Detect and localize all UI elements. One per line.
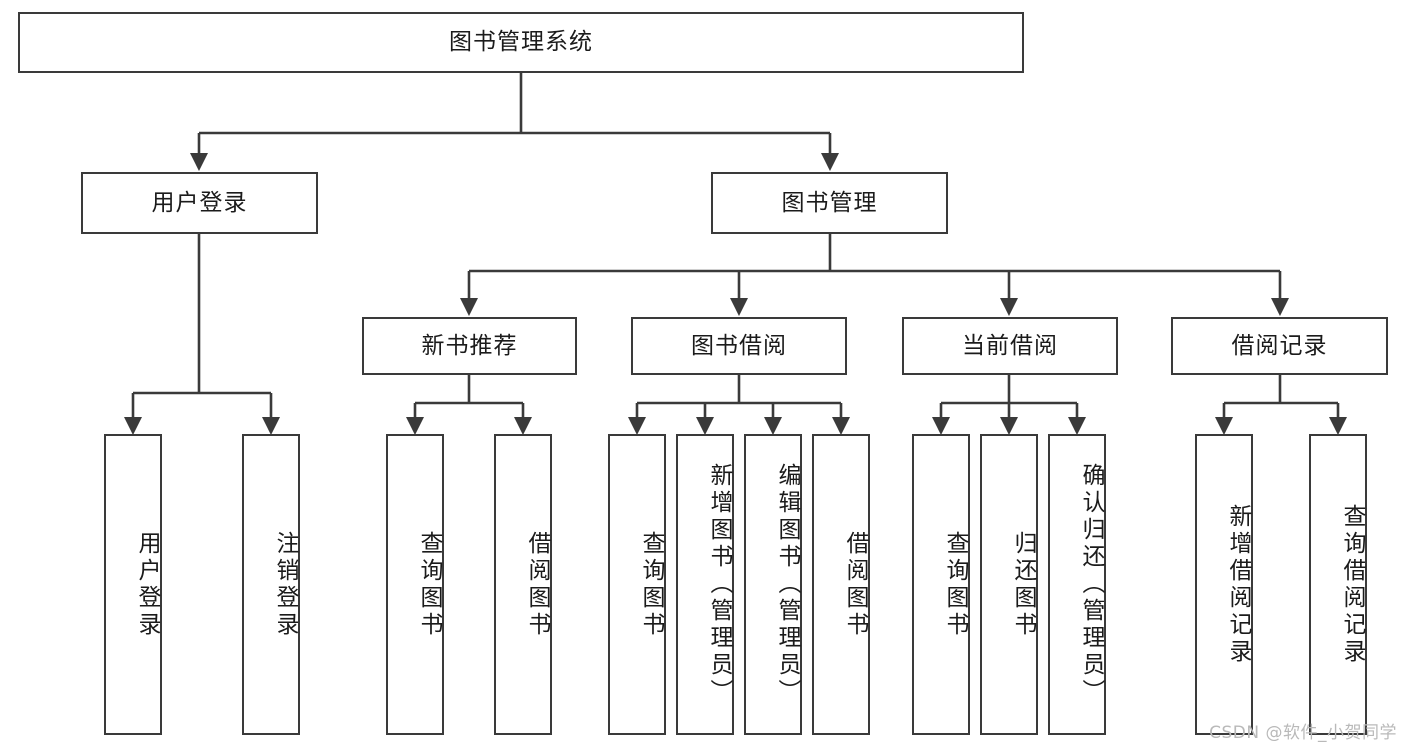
node-borrow-record[interactable]: 借阅记录 — [1171, 317, 1388, 375]
node-label: 新书推荐 — [421, 332, 518, 359]
node-label: 新增图书（管理员） — [706, 463, 732, 706]
node-label: 借阅记录 — [1231, 332, 1328, 359]
node-label: 查询借阅记录 — [1339, 503, 1365, 666]
leaf-add-record[interactable]: 新增借阅记录 — [1195, 434, 1253, 735]
node-label: 借阅图书 — [524, 530, 550, 639]
node-label: 新增借阅记录 — [1225, 503, 1251, 666]
leaf-edit-book[interactable]: 编辑图书（管理员） — [744, 434, 802, 735]
node-label: 图书管理系统 — [449, 29, 593, 56]
node-book-manage[interactable]: 图书管理 — [711, 172, 948, 234]
csdn-watermark: CSDN @软件_小贺同学 — [1209, 723, 1397, 743]
leaf-query-record[interactable]: 查询借阅记录 — [1309, 434, 1367, 735]
node-label: 图书借阅 — [691, 332, 787, 359]
leaf-query-book-2[interactable]: 查询图书 — [608, 434, 666, 735]
node-current-borrow[interactable]: 当前借阅 — [902, 317, 1118, 375]
node-label: 注销登录 — [272, 530, 298, 639]
leaf-borrow-book-1[interactable]: 借阅图书 — [494, 434, 552, 735]
node-label: 查询图书 — [942, 530, 968, 639]
node-label: 图书管理 — [781, 189, 878, 216]
leaf-add-book[interactable]: 新增图书（管理员） — [676, 434, 734, 735]
node-label: 用户登录 — [134, 530, 160, 639]
node-label: 用户登录 — [151, 189, 248, 216]
node-label: 确认归还（管理员） — [1078, 463, 1104, 706]
leaf-user-login[interactable]: 用户登录 — [104, 434, 162, 735]
leaf-query-book-1[interactable]: 查询图书 — [386, 434, 444, 735]
leaf-confirm-return[interactable]: 确认归还（管理员） — [1048, 434, 1106, 735]
leaf-query-book-3[interactable]: 查询图书 — [912, 434, 970, 735]
node-book-borrow[interactable]: 图书借阅 — [631, 317, 847, 375]
leaf-logout-login[interactable]: 注销登录 — [242, 434, 300, 735]
leaf-return-book[interactable]: 归还图书 — [980, 434, 1038, 735]
node-label: 借阅图书 — [842, 530, 868, 639]
node-new-book-recommend[interactable]: 新书推荐 — [362, 317, 577, 375]
node-label: 查询图书 — [638, 530, 664, 639]
node-label: 归还图书 — [1010, 530, 1036, 639]
node-label: 当前借阅 — [962, 332, 1058, 359]
node-label: 编辑图书（管理员） — [774, 463, 800, 706]
node-root-book-management-system[interactable]: 图书管理系统 — [18, 12, 1024, 73]
node-label: 查询图书 — [416, 530, 442, 639]
leaf-borrow-book-2[interactable]: 借阅图书 — [812, 434, 870, 735]
node-user-login[interactable]: 用户登录 — [81, 172, 318, 234]
